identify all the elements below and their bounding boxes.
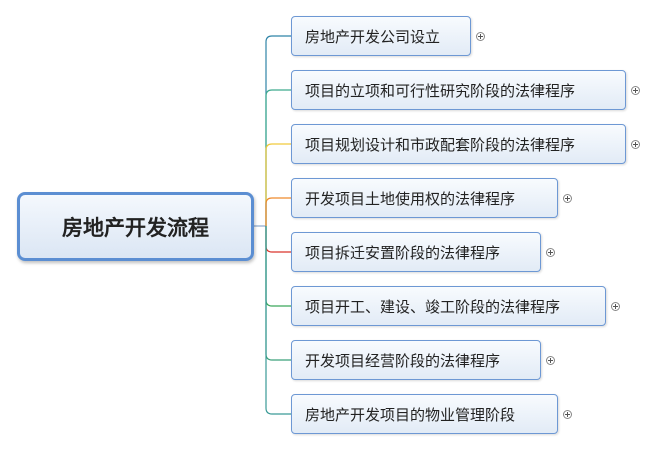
topic-land-use-rights[interactable]: 开发项目土地使用权的法律程序 <box>291 178 558 218</box>
topic-project-operation[interactable]: 开发项目经营阶段的法律程序 <box>291 340 541 380</box>
topic-property-management[interactable]: 房地产开发项目的物业管理阶段 <box>291 394 558 434</box>
expand-icon[interactable] <box>546 356 555 365</box>
root-topic[interactable]: 房地产开发流程 <box>17 192 254 261</box>
topic-label: 开发项目经营阶段的法律程序 <box>305 351 501 370</box>
branch-line <box>265 35 291 226</box>
expand-icon[interactable] <box>476 32 485 41</box>
branch-line <box>265 226 291 361</box>
branch-line <box>265 197 291 226</box>
branch-line <box>265 143 291 226</box>
topic-project-approval-feasibility[interactable]: 项目的立项和可行性研究阶段的法律程序 <box>291 70 626 110</box>
expand-icon[interactable] <box>611 302 620 311</box>
topic-company-establishment[interactable]: 房地产开发公司设立 <box>291 16 471 56</box>
topic-label: 项目规划设计和市政配套阶段的法律程序 <box>305 135 576 154</box>
expand-icon[interactable] <box>546 248 555 257</box>
branch-line <box>265 226 291 415</box>
expand-icon[interactable] <box>563 410 572 419</box>
branch-line <box>265 226 291 253</box>
topic-label: 房地产开发项目的物业管理阶段 <box>305 405 516 424</box>
topic-label: 开发项目土地使用权的法律程序 <box>305 189 516 208</box>
expand-icon[interactable] <box>631 86 640 95</box>
topic-demolition-resettlement[interactable]: 项目拆迁安置阶段的法律程序 <box>291 232 541 272</box>
topic-construction-completion[interactable]: 项目开工、建设、竣工阶段的法律程序 <box>291 286 606 326</box>
expand-icon[interactable] <box>563 194 572 203</box>
branch-line <box>265 89 291 226</box>
root-topic-label: 房地产开发流程 <box>62 215 209 240</box>
topic-label: 项目开工、建设、竣工阶段的法律程序 <box>305 297 561 316</box>
topic-label: 项目拆迁安置阶段的法律程序 <box>305 243 501 262</box>
expand-icon[interactable] <box>631 140 640 149</box>
topic-planning-design-municipal[interactable]: 项目规划设计和市政配套阶段的法律程序 <box>291 124 626 164</box>
branch-line <box>265 226 291 307</box>
topic-label: 项目的立项和可行性研究阶段的法律程序 <box>305 81 576 100</box>
topic-label: 房地产开发公司设立 <box>305 27 441 46</box>
